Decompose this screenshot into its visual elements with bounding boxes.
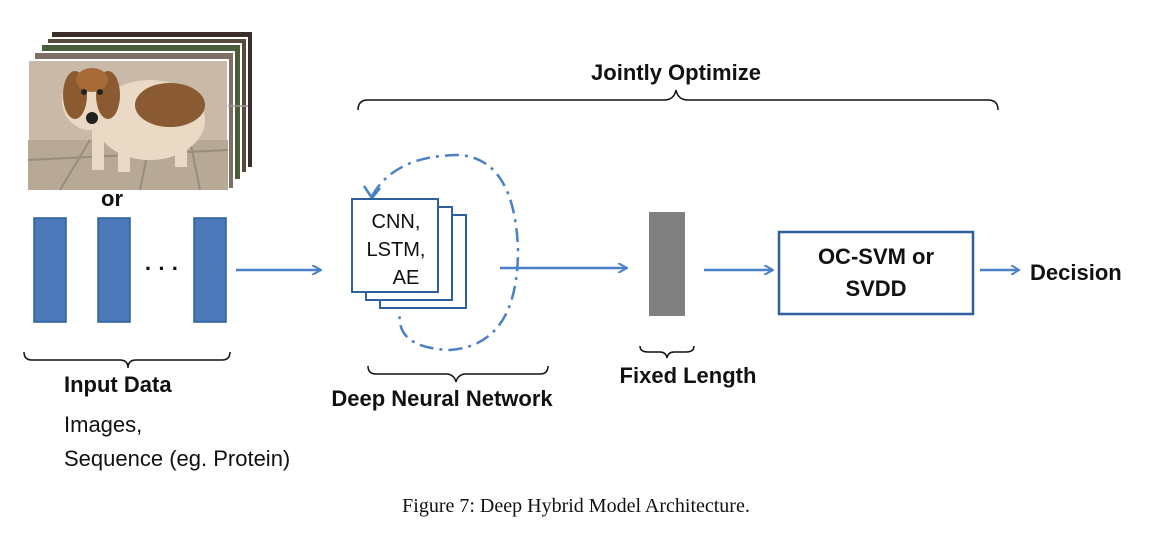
network-line2: LSTM, [367, 239, 426, 261]
classifier-line2: SVDD [845, 276, 906, 301]
input-desc-line1: Images, [64, 412, 142, 437]
network-title: Deep Neural Network [331, 386, 553, 411]
feedback-loop [370, 153, 520, 352]
network-brace [367, 365, 549, 383]
input-data-title: Input Data [64, 372, 172, 397]
ellipsis: · · · [145, 256, 179, 281]
input-vector-1 [33, 217, 67, 323]
network-stack [351, 198, 467, 309]
or-label: or [101, 186, 123, 211]
feature-vector [649, 212, 685, 316]
input-desc-line2: Sequence (eg. Protein) [64, 446, 290, 471]
input-vector-n [193, 217, 227, 323]
jointly-optimize-label: Jointly Optimize [591, 60, 761, 85]
jointly-optimize-brace [357, 89, 999, 111]
figure-caption: Figure 7: Deep Hybrid Model Architecture… [402, 495, 750, 517]
classifier-line1: OC-SVM or [818, 244, 935, 269]
dog-photo-stack [27, 32, 252, 191]
input-brace [23, 351, 231, 369]
feature-brace [639, 345, 695, 359]
network-line3: AE [393, 267, 420, 289]
classifier-box [777, 230, 975, 316]
decision-label: Decision [1030, 260, 1122, 285]
network-line1: CNN, [372, 211, 421, 233]
feature-title: Fixed Length [620, 363, 757, 388]
input-vector-2 [97, 217, 131, 323]
